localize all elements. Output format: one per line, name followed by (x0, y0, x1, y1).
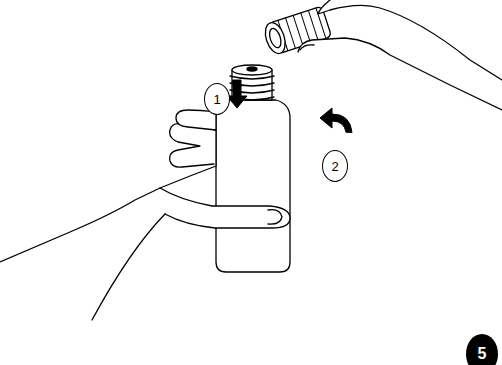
arrow-turn (320, 108, 352, 132)
callout-number: 2 (322, 150, 348, 182)
step-number: 5 (466, 334, 498, 365)
bottle-top (232, 65, 272, 75)
left-thumb (160, 188, 290, 228)
left-hand (0, 124, 216, 262)
thumb-nail (268, 210, 282, 224)
dropper-hole (247, 67, 257, 71)
right-thumb (298, 38, 502, 110)
callout-number: 1 (204, 83, 230, 115)
left-wrist (92, 214, 165, 320)
arrow-down (227, 80, 247, 108)
thumb-nail (300, 45, 314, 50)
bottle (216, 100, 290, 272)
